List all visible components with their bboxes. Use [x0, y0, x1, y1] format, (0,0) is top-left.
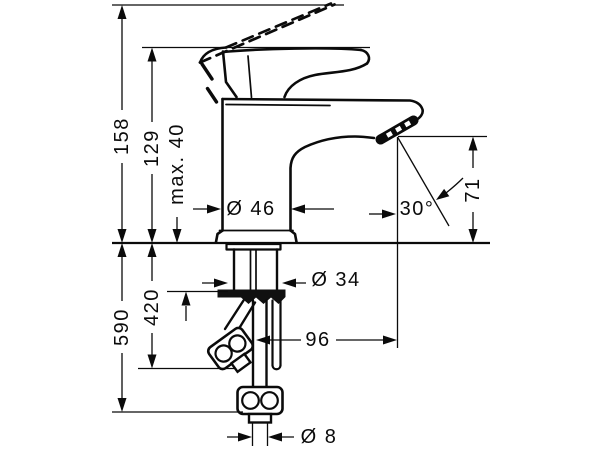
dim-label-158: 158	[111, 117, 133, 155]
dim-arrow	[214, 278, 228, 288]
base-flare-right	[289, 229, 298, 244]
dim-arrow	[382, 209, 396, 219]
dim-arrow	[117, 5, 127, 19]
dim-arrow	[291, 204, 305, 214]
dim-arrow	[468, 229, 478, 243]
dim-arrow	[117, 398, 127, 412]
dim-label-420: 420	[141, 288, 163, 326]
dim-label-d34: Ø 34	[311, 269, 360, 291]
spout-seam	[225, 103, 331, 107]
dim-label-max40: max. 40	[166, 123, 188, 205]
hose-left-connector	[206, 326, 255, 374]
dim-arrow	[147, 229, 157, 243]
connector-circle	[228, 334, 247, 353]
dim-arrow	[147, 243, 157, 257]
mounting-flange	[225, 242, 282, 251]
dim-label-129: 129	[141, 129, 163, 167]
head-left-edge	[221, 50, 238, 99]
below-deck-parts	[206, 242, 286, 424]
faucet-outline	[198, 2, 424, 244]
connector-tip	[229, 352, 253, 374]
dim-arrow	[383, 335, 397, 345]
dim-arrow	[282, 278, 296, 288]
spout-underside-and-body-right	[289, 135, 376, 232]
dim-label-71: 71	[462, 177, 484, 202]
handle-top-edge	[221, 47, 363, 54]
dim-label-30deg: 30°	[400, 198, 435, 220]
dim-arrow	[117, 243, 127, 257]
handle-end-cap	[359, 48, 371, 65]
dim-arrow	[268, 432, 282, 442]
dim-arrow	[117, 229, 127, 243]
hose-left-edge-1	[223, 299, 245, 331]
raised-lever-dashed-top	[224, 2, 333, 49]
hose-bottom-connector	[236, 385, 284, 424]
dim-line-max40	[176, 217, 187, 321]
raised-lever-dashed-bottom	[198, 3, 336, 64]
dim-label-d46: Ø 46	[226, 198, 275, 220]
dim-arrow	[181, 291, 191, 306]
dim-arrow	[147, 354, 157, 369]
dimension-arrows	[117, 5, 478, 442]
handle-neck-seam	[247, 55, 253, 99]
dim-line-30deg-arc-tail	[445, 177, 464, 194]
dim-arrow	[147, 47, 157, 62]
connector-circle	[260, 391, 279, 410]
lever-pivot-stroke-2	[205, 86, 219, 104]
dimension-lines	[121, 12, 474, 438]
ref-line-spray-angle	[396, 136, 450, 227]
dim-label-590: 590	[111, 308, 133, 346]
dim-arrow	[468, 136, 478, 151]
dim-arrow	[256, 335, 270, 345]
aerator-slots	[382, 120, 412, 140]
dimension-labels: 158 129 max. 40 590 420 71 Ø 46 30° Ø 34…	[111, 117, 484, 448]
connector-tip	[247, 412, 273, 424]
dim-label-96: 96	[305, 329, 330, 351]
pull-rod-cap	[271, 364, 282, 371]
dim-label-d8: Ø 8	[301, 426, 338, 448]
dim-arrow	[172, 229, 182, 243]
extension-lines	[112, 4, 487, 446]
connector-circle	[241, 391, 260, 410]
base-flare-left	[214, 229, 224, 244]
spout-top-edge	[221, 97, 424, 122]
dim-arrow	[436, 188, 450, 200]
handle-underside	[283, 62, 369, 99]
dim-arrow	[207, 204, 221, 214]
mounting-nut	[217, 289, 286, 304]
dim-arrow	[238, 432, 252, 442]
lever-pivot-stroke-1	[200, 62, 214, 81]
